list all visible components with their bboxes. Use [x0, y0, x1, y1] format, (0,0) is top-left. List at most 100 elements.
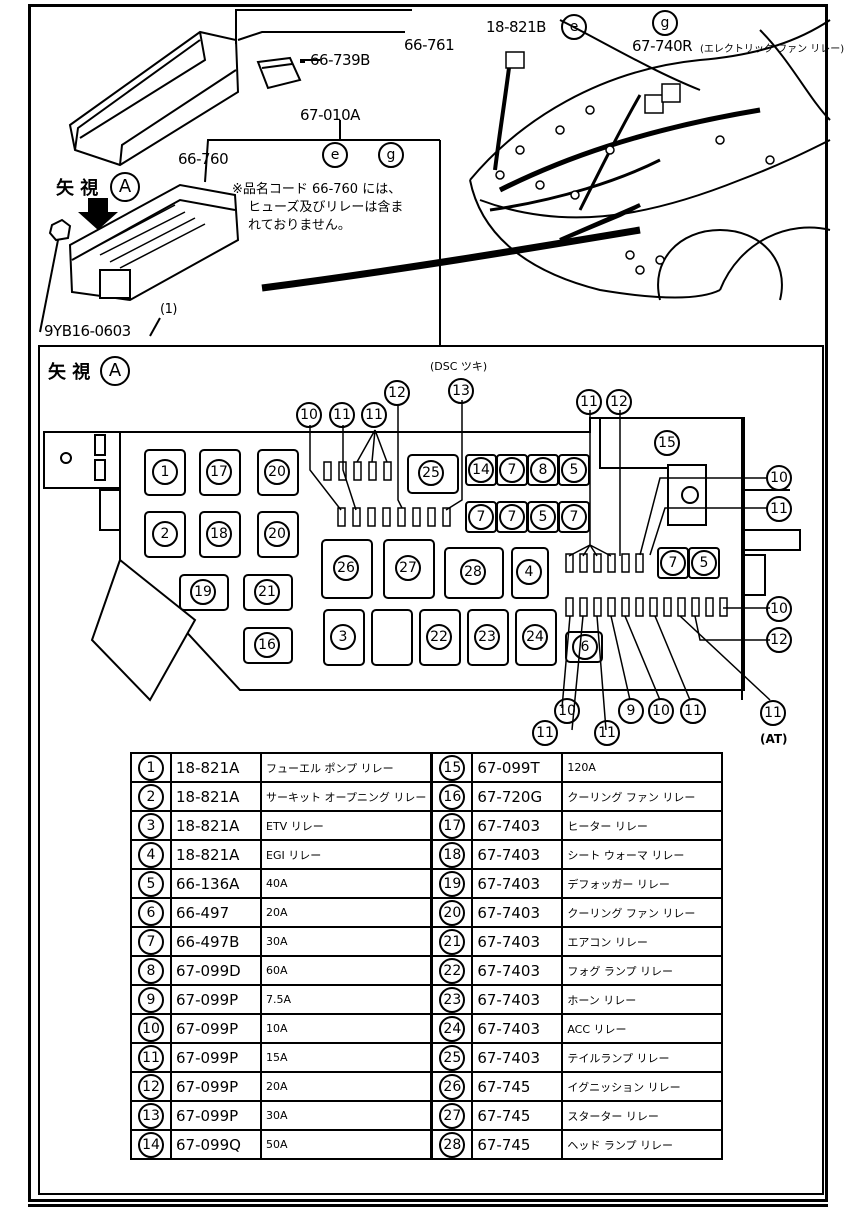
- legend-description: クーリング ファン リレー: [561, 897, 724, 928]
- fusebox-label: 26: [333, 555, 359, 581]
- legend-description: 10A: [260, 1013, 433, 1044]
- fusebox-label: 5: [561, 457, 587, 483]
- legend-number: 23: [439, 986, 466, 1013]
- callout-label: 12: [384, 380, 410, 406]
- legend-number: 1: [138, 754, 164, 781]
- fusebox-label: 28: [460, 559, 486, 585]
- callout-label: 11: [680, 698, 706, 724]
- legend-description: EGI リレー: [260, 839, 433, 870]
- fusebox-label: 7: [499, 504, 525, 530]
- legend-number: 13: [138, 1102, 164, 1129]
- fusebox-label: 22: [426, 624, 452, 650]
- callout-label: 9: [618, 698, 644, 724]
- fusebox-label: 5: [530, 504, 556, 530]
- tag-g-top: g: [652, 10, 678, 36]
- exploded-illustration: [39, 9, 831, 345]
- legend-part-number: 67-099P: [170, 1071, 262, 1102]
- fusebox-label: 14: [468, 457, 494, 483]
- fusebox-top-view: [43, 400, 801, 731]
- legend-description: 40A: [260, 868, 433, 899]
- legend-number: 27: [439, 1102, 466, 1129]
- fusebox-label: 7: [499, 457, 525, 483]
- tag-e-mid: e: [322, 142, 348, 168]
- legend-description: 20A: [260, 897, 433, 928]
- callout-label: 12: [766, 627, 792, 653]
- legend-number: 12: [138, 1073, 164, 1100]
- fusebox-label: 6: [572, 634, 598, 660]
- nut-9yb16-drawing: [39, 218, 72, 333]
- legend-part-number: 67-7403: [471, 984, 564, 1015]
- legend-description: 60A: [260, 955, 433, 986]
- legend-number: 22: [439, 957, 466, 984]
- fusebox-label: 19: [190, 579, 216, 605]
- fusebox-label: 27: [395, 555, 421, 581]
- dsc-note: (DSC ツキ): [430, 360, 488, 373]
- fusebox-label: 17: [206, 459, 232, 485]
- callout-label: 10: [766, 465, 792, 491]
- callout-label: 11: [594, 720, 620, 746]
- legend-description: フューエル ポンプ リレー: [260, 752, 433, 783]
- callout-label: 13: [448, 378, 474, 404]
- label-67-740r: 67-740R: [632, 37, 693, 55]
- engine-connectors-drawing: [495, 51, 775, 275]
- fusebox-label: 4: [516, 559, 542, 585]
- legend-part-number: 67-745: [471, 1100, 564, 1131]
- label-67-010a: 67-010A: [300, 106, 360, 124]
- legend-part-number: 67-7403: [471, 955, 564, 986]
- legend-part-number: 67-099P: [170, 1042, 262, 1073]
- legend-part-number: 67-099P: [170, 1013, 262, 1044]
- legend-description: ヘッド ランプ リレー: [561, 1129, 724, 1160]
- legend-description: 30A: [260, 1100, 433, 1131]
- callout-label: 11: [760, 700, 786, 726]
- fusebox-label: 20: [264, 521, 290, 547]
- legend-description: クーリング ファン リレー: [561, 781, 724, 812]
- legend-part-number: 67-099P: [170, 1100, 262, 1131]
- note-line-1: ※品名コード 66-760 には、: [232, 182, 402, 197]
- legend-description: デフォッガー リレー: [561, 868, 724, 899]
- label-66-739b: 66-739B: [310, 51, 370, 69]
- callout-label: 11: [329, 402, 355, 428]
- view-a-panel: [38, 345, 824, 1195]
- legend-description: 50A: [260, 1129, 433, 1160]
- fusebox-label: 16: [254, 632, 280, 658]
- fusebox-label: 23: [474, 624, 500, 650]
- view-label-top: 矢 視: [56, 178, 99, 199]
- legend-part-number: 67-720G: [471, 781, 564, 812]
- legend-number: 10: [138, 1015, 164, 1042]
- fusebox-label: 15: [654, 430, 680, 456]
- legend-description: ヒーター リレー: [561, 810, 724, 841]
- legend-description: ホーン リレー: [561, 984, 724, 1015]
- at-note: (AT): [760, 732, 788, 746]
- legend-number: 17: [439, 812, 466, 839]
- legend-part-number: 67-7403: [471, 810, 564, 841]
- legend-part-number: 67-745: [471, 1071, 564, 1102]
- label-9yb16: 9YB16-0603: [44, 322, 131, 340]
- legend-number: 28: [439, 1131, 466, 1158]
- legend-part-number: 18-821A: [170, 810, 262, 841]
- callout-label: 12: [606, 389, 632, 415]
- tag-e-top: e: [561, 14, 587, 40]
- fusebox-label: 2: [152, 521, 178, 547]
- label-66-761: 66-761: [404, 36, 455, 54]
- callout-label: 10: [766, 596, 792, 622]
- fusebox-label: 24: [522, 624, 548, 650]
- legend-number: 15: [439, 754, 466, 781]
- callout-label: 11: [532, 720, 558, 746]
- fusebox-label: 21: [254, 579, 280, 605]
- callout-label: 11: [361, 402, 387, 428]
- legend-part-number: 18-821A: [170, 781, 262, 812]
- fusebox-cover-drawing: [68, 30, 405, 167]
- legend-part-number: 66-136A: [170, 868, 262, 899]
- legend-description: シート ウォーマ リレー: [561, 839, 724, 870]
- legend-number: 20: [439, 899, 466, 926]
- legend-number: 18: [439, 841, 466, 868]
- bottom-rule: [28, 1204, 828, 1207]
- fusebox-label: 3: [330, 624, 356, 650]
